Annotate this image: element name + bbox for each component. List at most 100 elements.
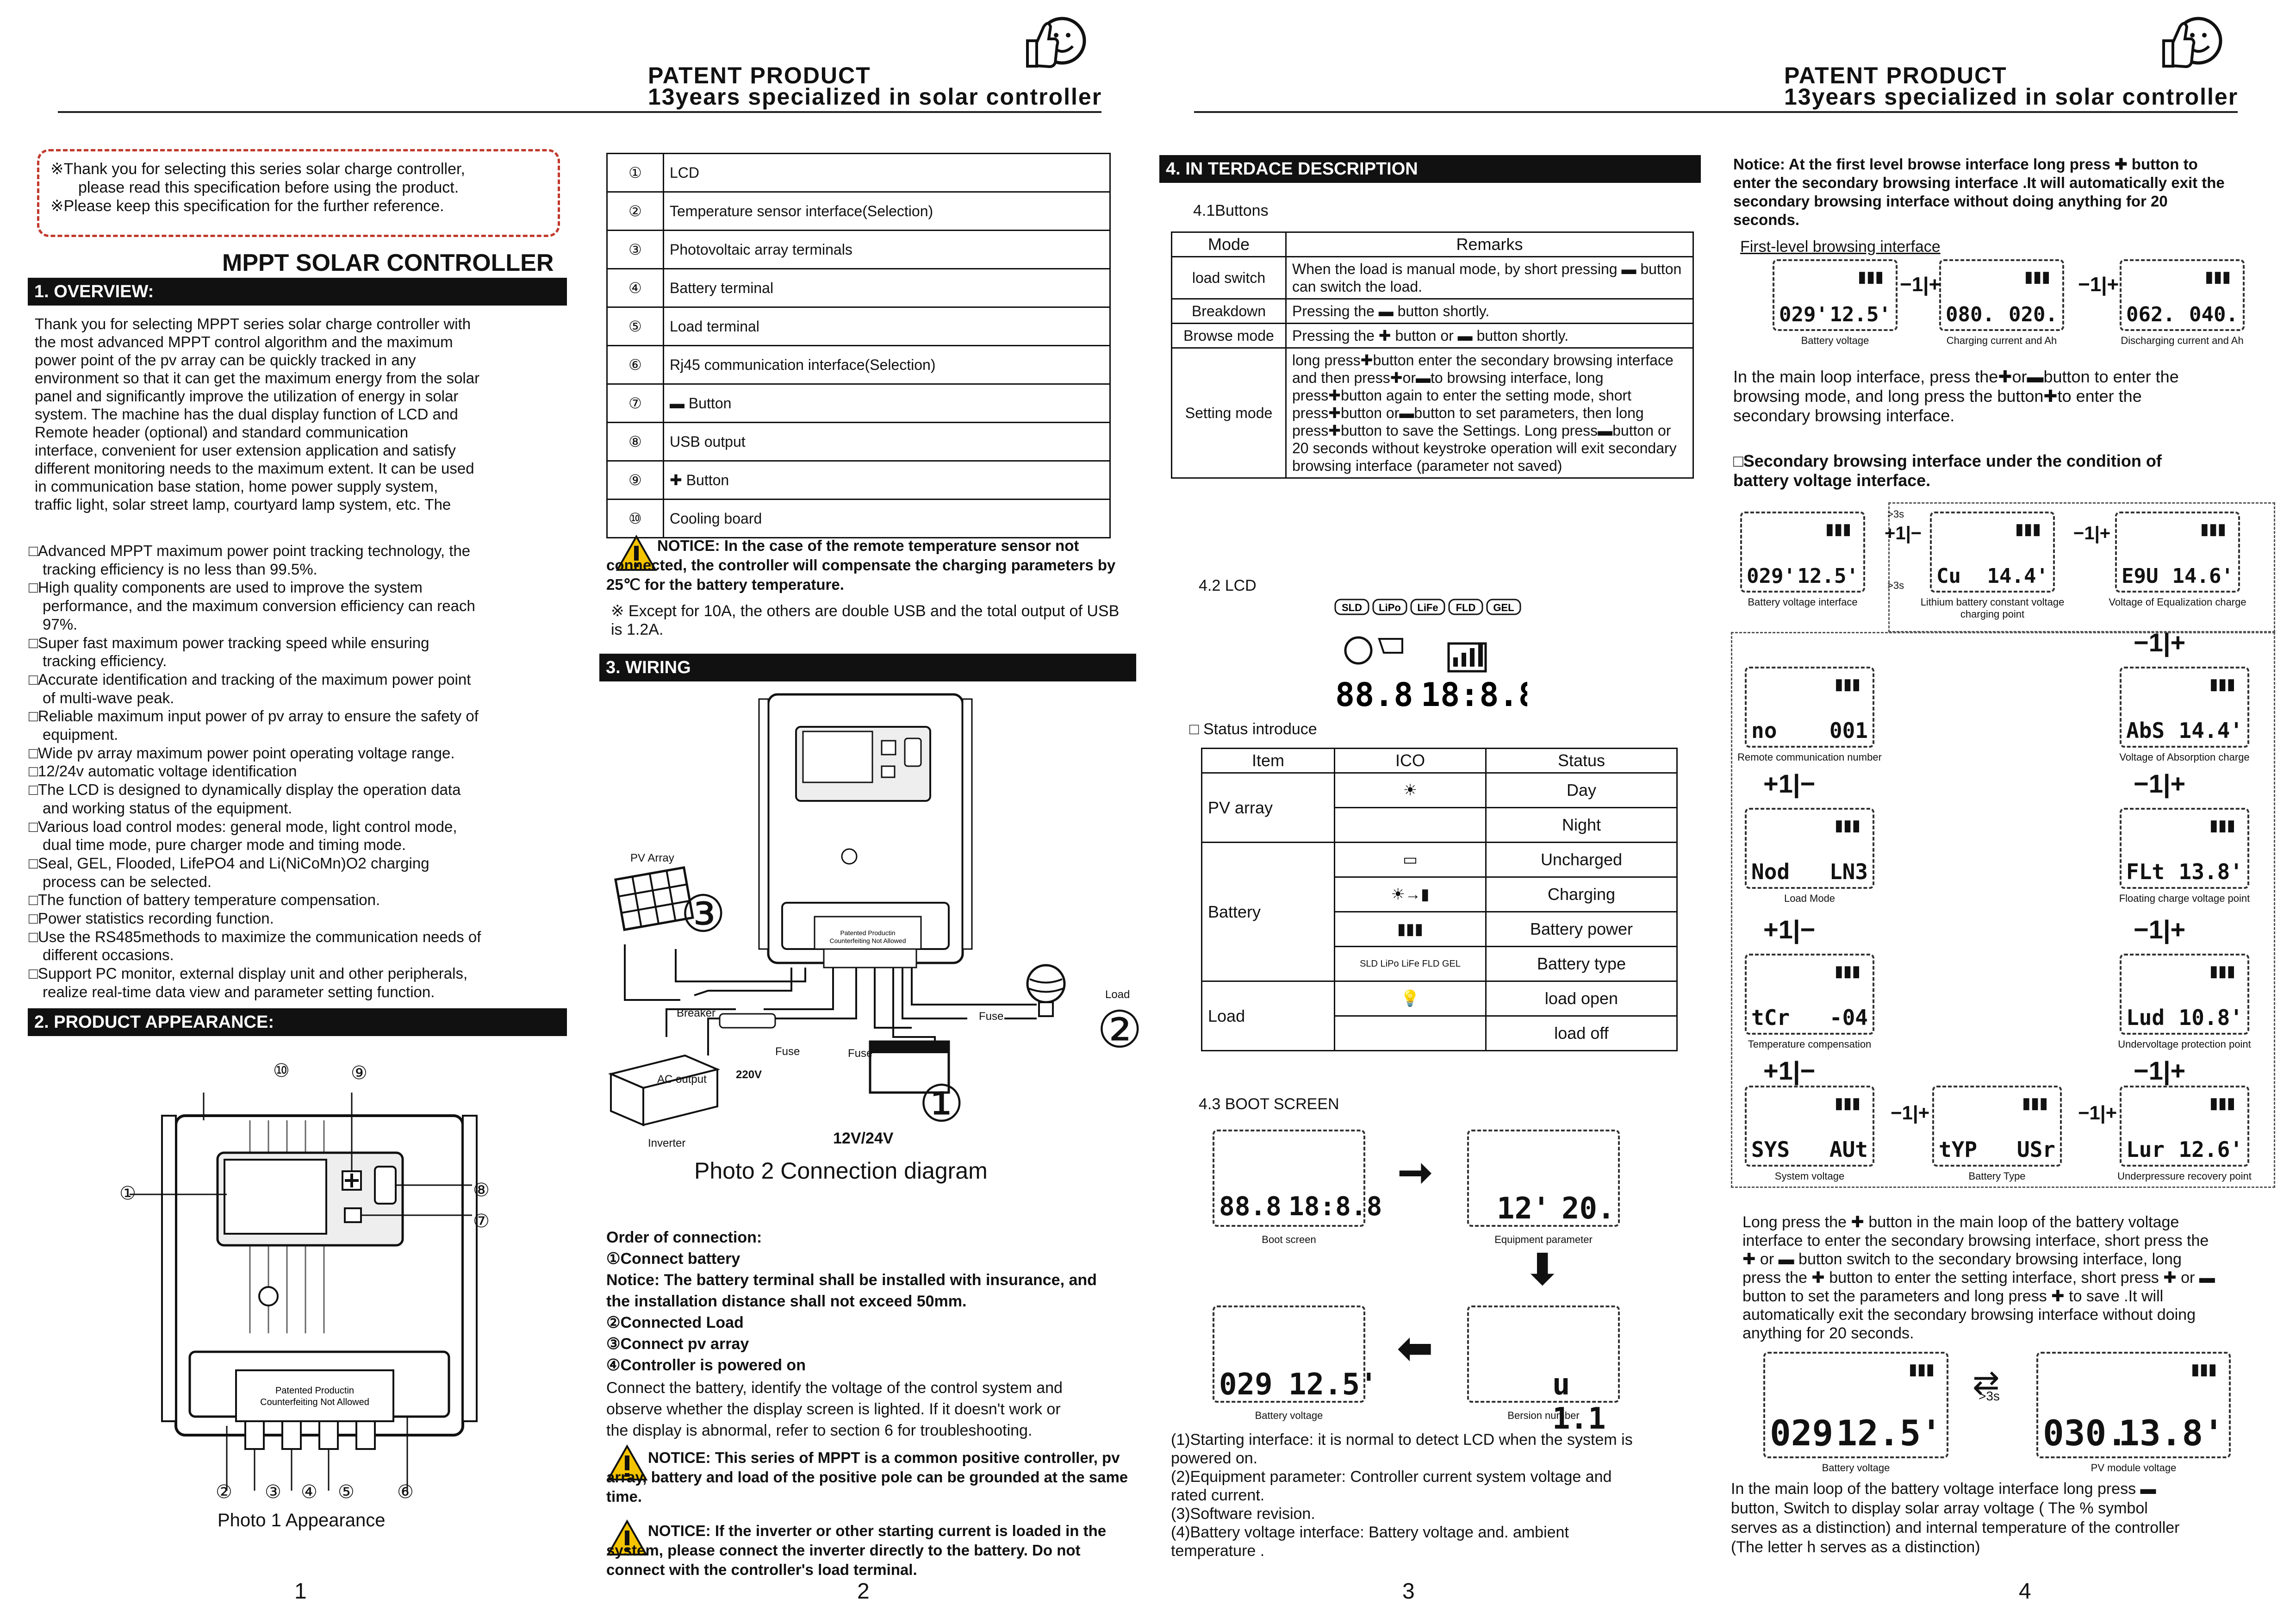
- status-value: load open: [1485, 981, 1678, 1017]
- lcd-right-value: 13.8': [2178, 859, 2243, 884]
- arrow-left-icon: ⬅: [1398, 1325, 1433, 1372]
- lcd-caption: System voltage: [1774, 1170, 1845, 1182]
- battery-type-badge: [1448, 599, 1483, 615]
- lcd-heading: 4.2 LCD: [1199, 577, 1257, 594]
- callout-9: ⑨: [351, 1063, 367, 1083]
- lcd-left-value: 029: [1770, 1412, 1834, 1454]
- boot-note: (2)Equipment parameter: Controller curre…: [1171, 1468, 1612, 1486]
- arrow-down-icon: ⬇: [1525, 1247, 1560, 1293]
- label-battery: Battery: [883, 1104, 921, 1117]
- wiring-heading: 3. WIRING: [599, 654, 1136, 681]
- status-item: Battery: [1201, 842, 1335, 982]
- long-press-line: automatically exit the secondary browsin…: [1742, 1306, 2196, 1324]
- order-step: ④Controller is powered on: [606, 1356, 806, 1374]
- status-value: Battery power: [1485, 911, 1678, 947]
- navigation-symbol: −1|+: [2134, 628, 2186, 657]
- battery-level-icon: ▮▮▮: [2015, 520, 2041, 538]
- mode-cell: Browse mode: [1171, 323, 1287, 349]
- order-step: Notice: The battery terminal shall be in…: [606, 1271, 1097, 1289]
- boot-notes: (1)Starting interface: it is normal to d…: [1171, 1430, 1708, 1560]
- main-loop-line: secondary browsing interface.: [1733, 406, 1955, 425]
- order-step: ②Connected Load: [606, 1314, 744, 1331]
- status-row: Battery▭Uncharged: [1201, 842, 1678, 982]
- version-lcd: u 1.1: [1467, 1305, 1620, 1436]
- navigation-symbol: +1|−: [1763, 1056, 1816, 1085]
- equip-right: 20.: [1562, 1192, 1615, 1226]
- batt-left: 029: [1219, 1368, 1273, 1402]
- charging-icon: ☀→▮: [1334, 876, 1487, 912]
- lcd-caption: Discharging current and Ah: [2121, 335, 2244, 346]
- thanks-line: ※Thank you for selecting this series sol…: [50, 160, 465, 178]
- status-row: Load💡load open: [1201, 981, 1678, 1051]
- long-press-line: button to set the parameters and long pr…: [1742, 1287, 2164, 1305]
- bottom-line: In the main loop of the battery voltage …: [1731, 1480, 2156, 1498]
- feature-line: □Use the RS485methods to maximize the co…: [29, 928, 481, 945]
- lcd-caption: Floating charge voltage point: [2119, 893, 2250, 904]
- lcd-right-value: 14.4': [2178, 718, 2243, 743]
- feature-line: □Super fast maximum power tracking speed…: [29, 634, 429, 651]
- notice-top: Notice: At the first level browse interf…: [1733, 155, 2289, 229]
- header-rule: [58, 111, 1101, 113]
- notice-positive-pole: NOTICE: This series of MPPT is a common …: [606, 1449, 1128, 1505]
- feature-line: realize real-time data view and paramete…: [43, 983, 435, 1000]
- battery-type-label: LiFe: [1417, 602, 1438, 613]
- lcd-right-value: 12.5': [1829, 303, 1891, 326]
- feature-line: dual time mode, pure charger mode and ti…: [43, 836, 406, 854]
- lcd-left-value: Nod: [1751, 859, 1790, 884]
- mode-cell: load switch: [1171, 256, 1287, 300]
- overview-line: system. The machine has the dual display…: [35, 406, 458, 423]
- bottom-line: (The letter h serves as a distinction): [1731, 1538, 1980, 1556]
- feature-line: 97%.: [43, 615, 78, 633]
- callout-3: ③: [265, 1482, 281, 1502]
- boot-caption: Boot screen: [1262, 1234, 1316, 1245]
- long-press-line: Long press the ✚ button in the main loop…: [1742, 1213, 2179, 1231]
- thanks-notice: ※Thank you for selecting this series sol…: [37, 149, 560, 237]
- battery-level-icon: ▮▮▮: [2209, 675, 2236, 693]
- connect-line: observe whether the display screen is li…: [606, 1400, 1061, 1418]
- part-label: Temperature sensor interface(Selection): [663, 191, 1111, 231]
- boot-note: powered on.: [1171, 1449, 1258, 1467]
- photo1-caption: Photo 1 Appearance: [218, 1510, 386, 1530]
- product-title: MPPT SOLAR CONTROLLER: [222, 250, 554, 276]
- status-row: PV array☀Day: [1201, 772, 1678, 843]
- label-load: Load: [1105, 988, 1130, 1001]
- lcd-caption: Remote communication number: [1737, 751, 1882, 763]
- battery-type-badge: [1486, 599, 1521, 615]
- lcd-caption: Battery voltage interface: [1748, 596, 1858, 608]
- boot-screen-lcd: 88.8 18:8.8: [1213, 1130, 1382, 1227]
- navigation-symbol: +1|−: [1763, 915, 1816, 944]
- battery-level-icon: ▮▮▮: [1858, 268, 1884, 286]
- feature-line: □Reliable maximum input power of pv arra…: [29, 707, 479, 725]
- order-heading: Order of connection:: [606, 1229, 762, 1246]
- photo2-caption: Photo 2 Connection diagram: [694, 1158, 988, 1184]
- remarks-cell: When the load is manual mode, by short p…: [1285, 256, 1694, 300]
- part-number: ①: [606, 153, 664, 193]
- feature-line: □12/24v automatic voltage identification: [29, 762, 297, 780]
- navigation-symbol: +1|−: [1885, 523, 1922, 543]
- main-loop-line: browsing mode, and long press the button…: [1733, 387, 2142, 406]
- column-header: Remarks: [1285, 231, 1694, 257]
- part-number: ⑦: [606, 383, 664, 423]
- connect-line: Connect the battery, identify the voltag…: [606, 1379, 1063, 1397]
- lcd-caption: Battery voltage: [1822, 1462, 1890, 1474]
- overview-line: the most advanced MPPT control algorithm…: [35, 333, 453, 350]
- secondary-heading: □Secondary browsing interface under the …: [1733, 451, 2289, 490]
- bulb-off-icon: [1334, 1015, 1487, 1051]
- lcd-left-value: 062.: [2126, 303, 2175, 326]
- overview-line: environment so that it can get the maxim…: [35, 369, 480, 387]
- status-heading: □ Status introduce: [1189, 720, 1317, 738]
- page-number-1: 1: [294, 1579, 307, 1604]
- navigation-symbol: −1|+: [2073, 523, 2111, 543]
- remarks-cell: Pressing the ✚ button or ▬ button shortl…: [1285, 323, 1694, 349]
- lcd-left-value: no: [1751, 718, 1777, 743]
- order-step: the installation distance shall not exce…: [606, 1293, 967, 1310]
- lcd-screen: ▮▮▮029'12.5': [1740, 512, 1865, 593]
- status-value: Battery type: [1485, 946, 1678, 982]
- feature-line: □The LCD is designed to dynamically disp…: [29, 781, 461, 799]
- boot-digits-right: 18:8.8: [1288, 1192, 1382, 1222]
